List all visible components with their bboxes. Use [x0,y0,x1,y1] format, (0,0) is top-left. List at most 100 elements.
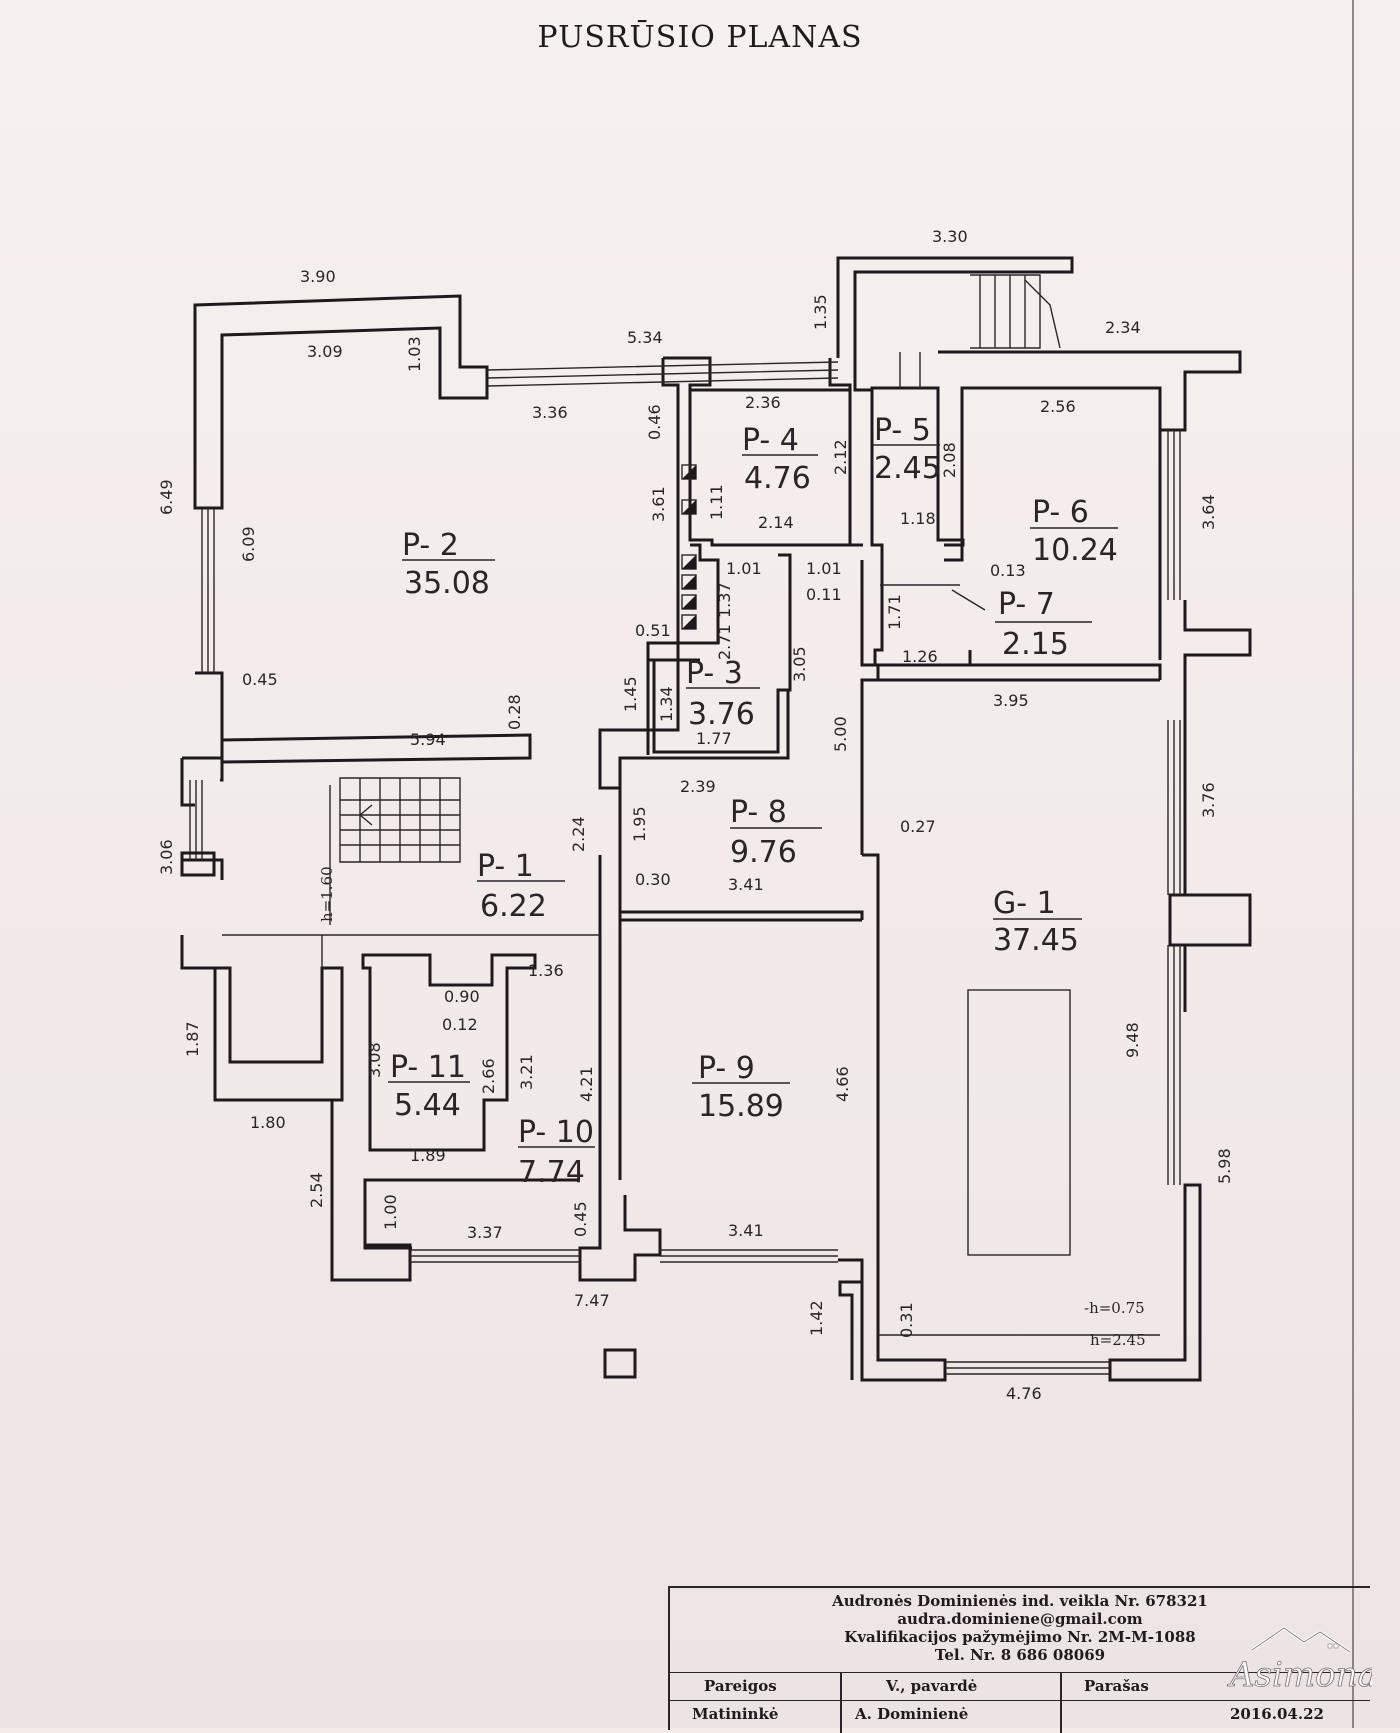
room-p1-area: 6.22 [480,889,547,924]
dim-label: 1.45 [621,676,640,712]
garage-pit [967,989,1071,1256]
room-labels: P- 2 35.08 P- 4 4.76 P- 5 2.45 P- 6 10.2… [390,413,1118,1190]
logo-text: Asimonas [1227,1655,1372,1695]
dim-label: 4.76 [1006,1384,1042,1403]
dim-label: 1.01 [726,559,762,578]
dim-label: 3.08 [365,1042,384,1078]
dim-label: 1.95 [630,806,649,842]
dim-label: 6.09 [239,526,258,562]
dim-label: 2.24 [569,816,588,852]
dim-label: 0.31 [897,1302,916,1338]
dim-label: 0.45 [571,1201,590,1237]
room-g1-area: 37.45 [993,923,1079,958]
person-value: A. Dominienė [855,1705,969,1723]
role-value: Matininkė [692,1705,779,1723]
room-p3-area: 3.76 [688,697,755,732]
walls [180,256,1252,1382]
dim-label: 1.89 [410,1146,446,1165]
room-p3-name: P- 3 [686,656,743,691]
dim-label: 2.08 [940,442,959,478]
room-p9-name: P- 9 [698,1051,755,1086]
staircase-lower [339,777,461,863]
dim-label: 2.54 [307,1172,326,1208]
dim-label: 5.34 [627,328,663,347]
room-p4-area: 4.76 [744,461,811,496]
dim-label: 1.87 [183,1021,202,1057]
company-email: audra.dominiene@gmail.com [897,1610,1143,1628]
dim-label: 1.37 [715,582,734,618]
dim-label: 1.03 [405,336,424,372]
dim-label: 3.41 [728,875,764,894]
dim-label: 0.12 [442,1015,478,1034]
dim-label: 2.12 [831,439,850,475]
dim-label: 1.36 [528,961,564,980]
room-p6-name: P- 6 [1032,495,1089,530]
staircase-upper [899,274,1061,388]
company-name: Audronės Dominienės ind. veikla Nr. 6783… [832,1592,1208,1610]
col-name: V., pavardė [886,1677,978,1695]
asimonas-logo: Asimonas [1227,1626,1372,1695]
dim-label: 2.66 [479,1058,498,1094]
company-info: Audronės Dominienės ind. veikla Nr. 6783… [670,1592,1370,1664]
dim-label: 1.11 [707,484,726,520]
dim-label: 0.46 [645,404,664,440]
dim-label: 6.49 [157,479,176,515]
room-p8-area: 9.76 [730,835,797,870]
room-label-lines [388,444,1118,1148]
col-position: Pareigos [704,1677,777,1695]
dim-label: 0.45 [242,670,278,689]
dim-label: 3.05 [790,646,809,682]
dim-label: 2.14 [758,513,794,532]
dim-label: 2.56 [1040,397,1076,416]
garage-height-note-2: h=2.45 [1090,1331,1146,1349]
col-signature: Parašas [1084,1677,1149,1695]
room-p2-name: P- 2 [402,528,459,563]
title-block: Audronės Dominienės ind. veikla Nr. 6783… [668,1586,1370,1733]
qualification-number: Kvalifikacijos pažymėjimo Nr. 2M-M-1088 [844,1628,1196,1646]
dim-label: 2.39 [680,777,716,796]
room-p7-name: P- 7 [998,587,1055,622]
room-p4-name: P- 4 [742,423,799,458]
shelving-hatch [681,464,697,630]
date-value: 2016.04.22 [1230,1705,1324,1723]
room-g1-name: G- 1 [993,886,1056,921]
dim-label: 5.98 [1215,1148,1234,1184]
title-block-data-row: Matininkė A. Dominienė 2016.04.22 [670,1700,1370,1729]
title-block-header-row: Pareigos V., pavardė Parašas [670,1672,1370,1733]
dim-label: 3.09 [307,342,343,361]
phone-number: Tel. Nr. 8 686 08069 [934,1646,1106,1664]
room-p10-area: 7.74 [518,1155,585,1190]
dim-label: 9.48 [1123,1022,1142,1058]
room-p6-area: 10.24 [1032,533,1118,568]
dim-label: 1.35 [811,294,830,330]
dim-label: 0.90 [444,987,480,1006]
dim-label: 3.64 [1199,494,1218,530]
dim-label: 3.06 [157,839,176,875]
dim-label: 0.30 [635,870,671,889]
room-p5-name: P- 5 [874,413,931,448]
dim-label: 3.90 [300,267,336,286]
dim-label: 3.21 [517,1054,536,1090]
dim-label: 2.36 [745,393,781,412]
dim-label: 3.36 [532,403,568,422]
dim-label: 3.61 [649,486,668,522]
dim-label: 3.95 [993,691,1029,710]
dim-label: 0.28 [505,694,524,730]
dim-label: 2.34 [1105,318,1141,337]
room-p11-area: 5.44 [394,1088,461,1123]
dim-label: 7.47 [574,1291,610,1310]
room-p8-name: P- 8 [730,795,787,830]
room-p7-area: 2.15 [1002,627,1069,662]
window-sill [180,851,216,877]
dim-label: 1.34 [657,686,676,722]
dim-label: 0.27 [900,817,936,836]
dim-label: 4.66 [833,1066,852,1102]
dim-label: 0.13 [990,561,1026,580]
room-p1-name: P- 1 [477,849,534,884]
dim-label: 1.80 [250,1113,286,1132]
windows [189,361,1181,1375]
dim-label: 5.94 [410,730,446,749]
room-p9-area: 15.89 [698,1089,784,1124]
